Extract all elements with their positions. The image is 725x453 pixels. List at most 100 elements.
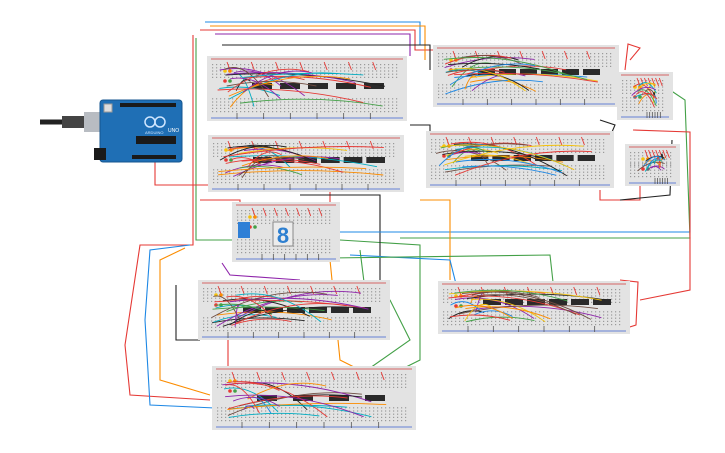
- wire[interactable]: [231, 318, 292, 326]
- wire[interactable]: [211, 317, 305, 324]
- ic-chip[interactable]: [556, 155, 574, 161]
- wire[interactable]: [223, 387, 279, 413]
- wire[interactable]: [450, 141, 539, 167]
- wire[interactable]: [234, 305, 240, 327]
- wire[interactable]: [144, 244, 216, 409]
- wire[interactable]: [210, 25, 426, 60]
- wire[interactable]: [635, 91, 655, 108]
- wire[interactable]: [650, 165, 665, 170]
- wire[interactable]: [632, 129, 691, 301]
- wire[interactable]: [226, 300, 303, 313]
- wire[interactable]: [599, 119, 616, 133]
- ic-chip[interactable]: [353, 307, 371, 313]
- wire[interactable]: [448, 68, 526, 92]
- wire[interactable]: [244, 404, 372, 418]
- wire[interactable]: [449, 314, 511, 321]
- wire[interactable]: [222, 44, 431, 70]
- wire[interactable]: [224, 67, 269, 98]
- wire[interactable]: [470, 298, 546, 323]
- wire[interactable]: [451, 143, 528, 152]
- wire[interactable]: [458, 54, 523, 65]
- wire[interactable]: [227, 146, 305, 158]
- wire[interactable]: [231, 157, 261, 165]
- ic-chip[interactable]: [298, 157, 317, 163]
- ic-chip[interactable]: [562, 69, 579, 75]
- wire[interactable]: [243, 405, 255, 410]
- ic-chip[interactable]: [293, 395, 313, 401]
- dip-switch[interactable]: [238, 222, 250, 238]
- wire[interactable]: [229, 309, 285, 326]
- wire[interactable]: [631, 86, 657, 96]
- wire[interactable]: [229, 297, 369, 310]
- wire[interactable]: [476, 294, 577, 315]
- wire[interactable]: [228, 412, 320, 418]
- wire[interactable]: [239, 98, 383, 107]
- wire[interactable]: [236, 290, 362, 319]
- wire[interactable]: [465, 66, 588, 81]
- wire[interactable]: [225, 394, 364, 418]
- wire[interactable]: [247, 151, 282, 168]
- wire[interactable]: [222, 306, 355, 327]
- ic-chip[interactable]: [252, 83, 272, 89]
- wire[interactable]: [223, 146, 384, 158]
- wire[interactable]: [450, 301, 480, 311]
- ic-chip[interactable]: [343, 157, 363, 163]
- ic-chip[interactable]: [478, 69, 495, 75]
- wire[interactable]: [452, 149, 482, 164]
- arduino-uno-board[interactable]: ARDUINO UNO: [40, 99, 183, 163]
- wire[interactable]: [213, 314, 277, 323]
- wire[interactable]: [232, 382, 328, 418]
- ic-chip[interactable]: [492, 155, 510, 161]
- wire[interactable]: [200, 29, 433, 51]
- seven-segment-display[interactable]: [272, 221, 294, 247]
- wire[interactable]: [444, 144, 584, 166]
- ic-chip[interactable]: [583, 69, 600, 75]
- wire[interactable]: [453, 143, 568, 177]
- wire[interactable]: [238, 156, 305, 176]
- ic-chip[interactable]: [520, 69, 537, 75]
- wire[interactable]: [241, 159, 344, 173]
- ic-chip[interactable]: [365, 395, 385, 401]
- wire[interactable]: [636, 82, 657, 91]
- wire[interactable]: [647, 165, 662, 171]
- wire[interactable]: [212, 306, 325, 312]
- wire[interactable]: [225, 384, 260, 414]
- wire[interactable]: [471, 291, 540, 298]
- wire[interactable]: [439, 144, 575, 171]
- wire[interactable]: [205, 21, 421, 45]
- wire[interactable]: [227, 68, 309, 93]
- wire[interactable]: [225, 73, 386, 87]
- ic-chip[interactable]: [331, 307, 349, 313]
- seven-segment-module[interactable]: 8: [238, 221, 294, 248]
- wire[interactable]: [238, 147, 348, 155]
- ic-chip[interactable]: [571, 299, 589, 305]
- ic-chip[interactable]: [336, 83, 356, 89]
- wire[interactable]: [410, 124, 431, 132]
- wire[interactable]: [461, 291, 592, 320]
- wire[interactable]: [300, 194, 381, 280]
- wire[interactable]: [235, 79, 251, 91]
- ic-chip[interactable]: [513, 155, 531, 161]
- wire[interactable]: [235, 303, 347, 324]
- breadboard[interactable]: [438, 281, 630, 334]
- wire[interactable]: [244, 75, 371, 88]
- wire[interactable]: [217, 88, 364, 104]
- wire[interactable]: [474, 310, 513, 317]
- wire[interactable]: [232, 396, 280, 407]
- wire[interactable]: [400, 89, 691, 239]
- ic-chip[interactable]: [280, 83, 300, 89]
- reset-button[interactable]: [103, 103, 113, 113]
- wire[interactable]: [219, 68, 305, 97]
- ic-chip[interactable]: [577, 155, 595, 161]
- wire[interactable]: [222, 298, 310, 317]
- breadboard[interactable]: [207, 56, 407, 121]
- wire[interactable]: [644, 159, 663, 172]
- wire[interactable]: [159, 247, 211, 396]
- wire[interactable]: [218, 170, 384, 176]
- ic-chip[interactable]: [483, 299, 501, 305]
- ic-chip[interactable]: [505, 299, 523, 305]
- wire[interactable]: [215, 33, 411, 56]
- wire[interactable]: [440, 144, 488, 153]
- wire[interactable]: [624, 43, 641, 71]
- wire[interactable]: [226, 72, 356, 83]
